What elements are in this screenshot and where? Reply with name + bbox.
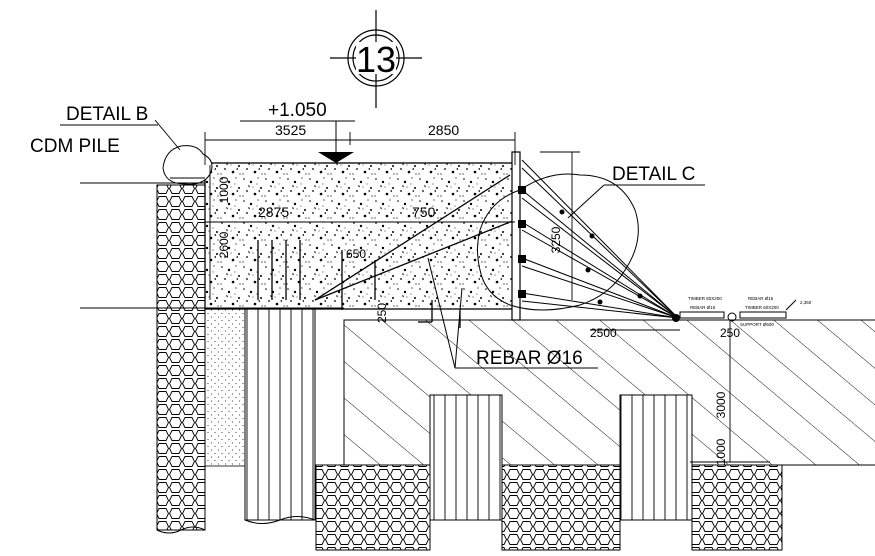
detail-c-leader [567,184,605,219]
dim-deep-height: 3000 [714,391,728,418]
elevation-label: +1.050 [268,100,327,121]
dim-ground-offset: 2500 [590,326,617,340]
detail-b-cloud [162,145,213,185]
dim-brace-height: 3250 [549,226,563,253]
bracing-struts [521,159,679,319]
bottom-cdm-blocks [315,464,783,551]
concrete-cap [204,162,516,310]
sheet-pile-wall [511,151,526,321]
detail-c-label: DETAIL C [612,164,695,185]
dim-top-left: 3525 [275,122,306,138]
dim-inner-right: 750 [412,204,436,220]
top-dimension-lines [204,132,731,462]
pile-group-middle [429,394,503,521]
detail-c-cloud [477,173,639,311]
note-timber-1: TIMBER 60X200 [688,296,722,301]
soil-fill [204,307,246,467]
dim-bottom-small: 1000 [714,438,728,465]
note-support: SUPPORT Ø600 [740,322,774,327]
note-rebar-small: REBAR Ø16 [690,305,716,310]
rebar-leader [427,257,598,369]
dim-wall-height: 1000 [217,176,231,203]
ground-lines [80,182,860,463]
rebar-label: REBAR Ø16 [476,348,583,369]
pile-group-left [244,307,316,524]
detail-b-label: DETAIL B [66,104,148,125]
dim-top-right: 2850 [428,122,459,138]
elevation-marker [240,120,355,163]
dim-support-spacing: 250 [720,326,740,340]
strut-clamps [559,209,680,322]
rebars [257,174,516,328]
note-rebar-small-2: REBAR Ø16 [748,296,774,301]
cdm-pile-column [156,184,206,534]
hatched-soil [343,319,875,466]
dim-small-offset: 650 [346,247,366,261]
dim-step-height: 250 [375,303,389,323]
detail-number: 13 [356,39,396,80]
detail-b-contents [154,119,205,184]
dim-slab-depth: 2600 [217,231,231,258]
pile-group-right [619,394,693,521]
dim-inner-left: 2875 [258,204,289,220]
note-timber-2: TIMBER 60X200 [745,305,779,310]
cdm-pile-label: CDM PILE [30,136,120,157]
note-level-small: 2,350 [800,300,812,305]
timber-support [679,299,797,322]
